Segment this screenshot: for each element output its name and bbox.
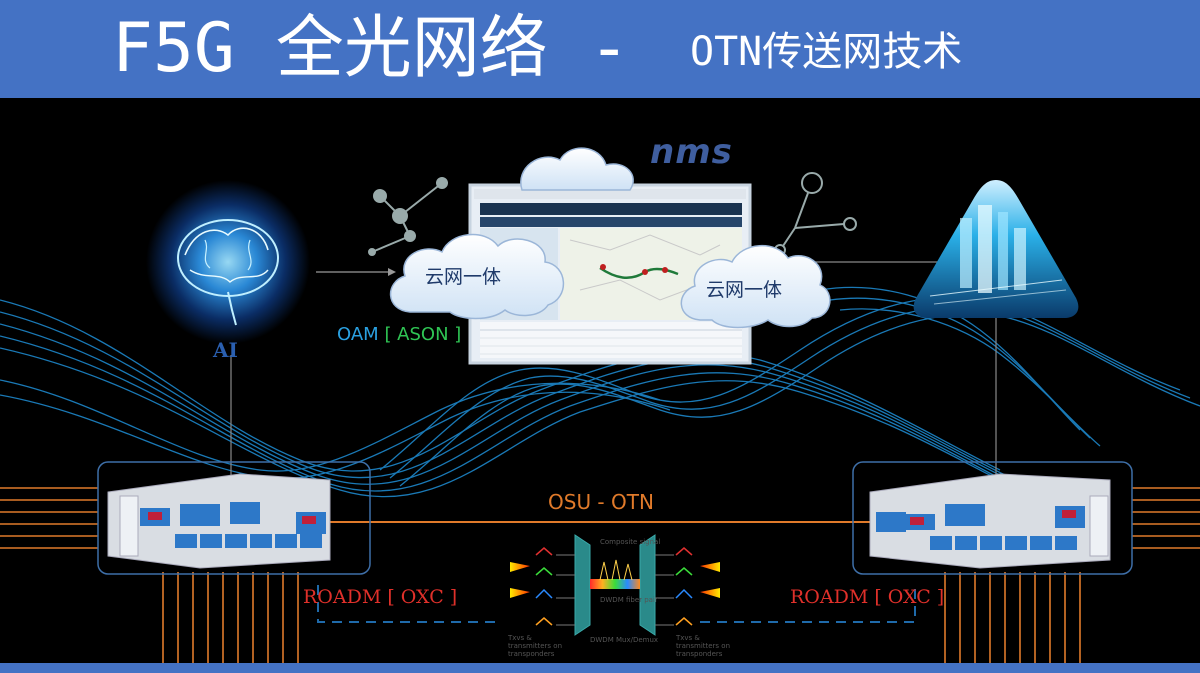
orange-fibers-left xyxy=(0,487,299,663)
roadm-device-left xyxy=(107,473,331,569)
roadm-device-frame-right xyxy=(852,461,1133,575)
orange-fibers-right xyxy=(944,487,1200,663)
dwdm-fiber-pair-label: DWDM fiber pair xyxy=(600,596,658,604)
cloud-top xyxy=(520,147,634,191)
ai-brain xyxy=(146,180,310,344)
osu-otn-label: OSU - OTN xyxy=(548,490,654,514)
cloud-computing-pyramid xyxy=(913,180,1079,318)
network-node-icon-left xyxy=(368,177,448,256)
slide-title: F5G 全光网络 - xyxy=(112,9,630,88)
roadm-device-right xyxy=(869,473,1111,569)
nms-label: nms xyxy=(650,132,733,172)
dwdm-mux-label: DWDM Mux/Demux xyxy=(590,636,659,644)
cloud-right xyxy=(680,244,831,329)
fiber-streams xyxy=(0,286,1200,498)
dashed-link-right xyxy=(700,585,916,623)
cloud-left-label: 云网一体 xyxy=(425,266,502,288)
ason-text: [ ASON ] xyxy=(384,324,462,345)
ai-to-cloud-arrow xyxy=(316,268,396,276)
network-node-icon-right xyxy=(774,172,857,256)
cloud-left xyxy=(389,233,565,320)
oam-text: OAM xyxy=(337,324,379,345)
cloud-right-label: 云网一体 xyxy=(706,279,783,301)
slide-subtitle: OTN传送网技术 xyxy=(690,29,963,75)
roadm-oxc-label-right: ROADM [ OXC ] xyxy=(790,586,945,608)
dwdm-tx-left-label: Txvs & transmitters on transponders xyxy=(508,634,563,658)
title-bar: F5G 全光网络 - OTN传送网技术 xyxy=(0,0,1200,98)
oam-ason-label: OAM [ ASON ] xyxy=(337,324,461,345)
ai-label: AI xyxy=(213,338,238,362)
dwdm-composite-signal-label: Composite signal xyxy=(600,538,661,546)
dwdm-diagram xyxy=(510,534,720,636)
dwdm-tx-right-label: Txvs & transmitters on transponders xyxy=(676,634,731,658)
dashed-link-left xyxy=(317,585,500,623)
bottom-bar xyxy=(0,663,1200,673)
roadm-oxc-label-left: ROADM [ OXC ] xyxy=(303,586,458,608)
roadm-device-frame-left xyxy=(97,461,371,575)
